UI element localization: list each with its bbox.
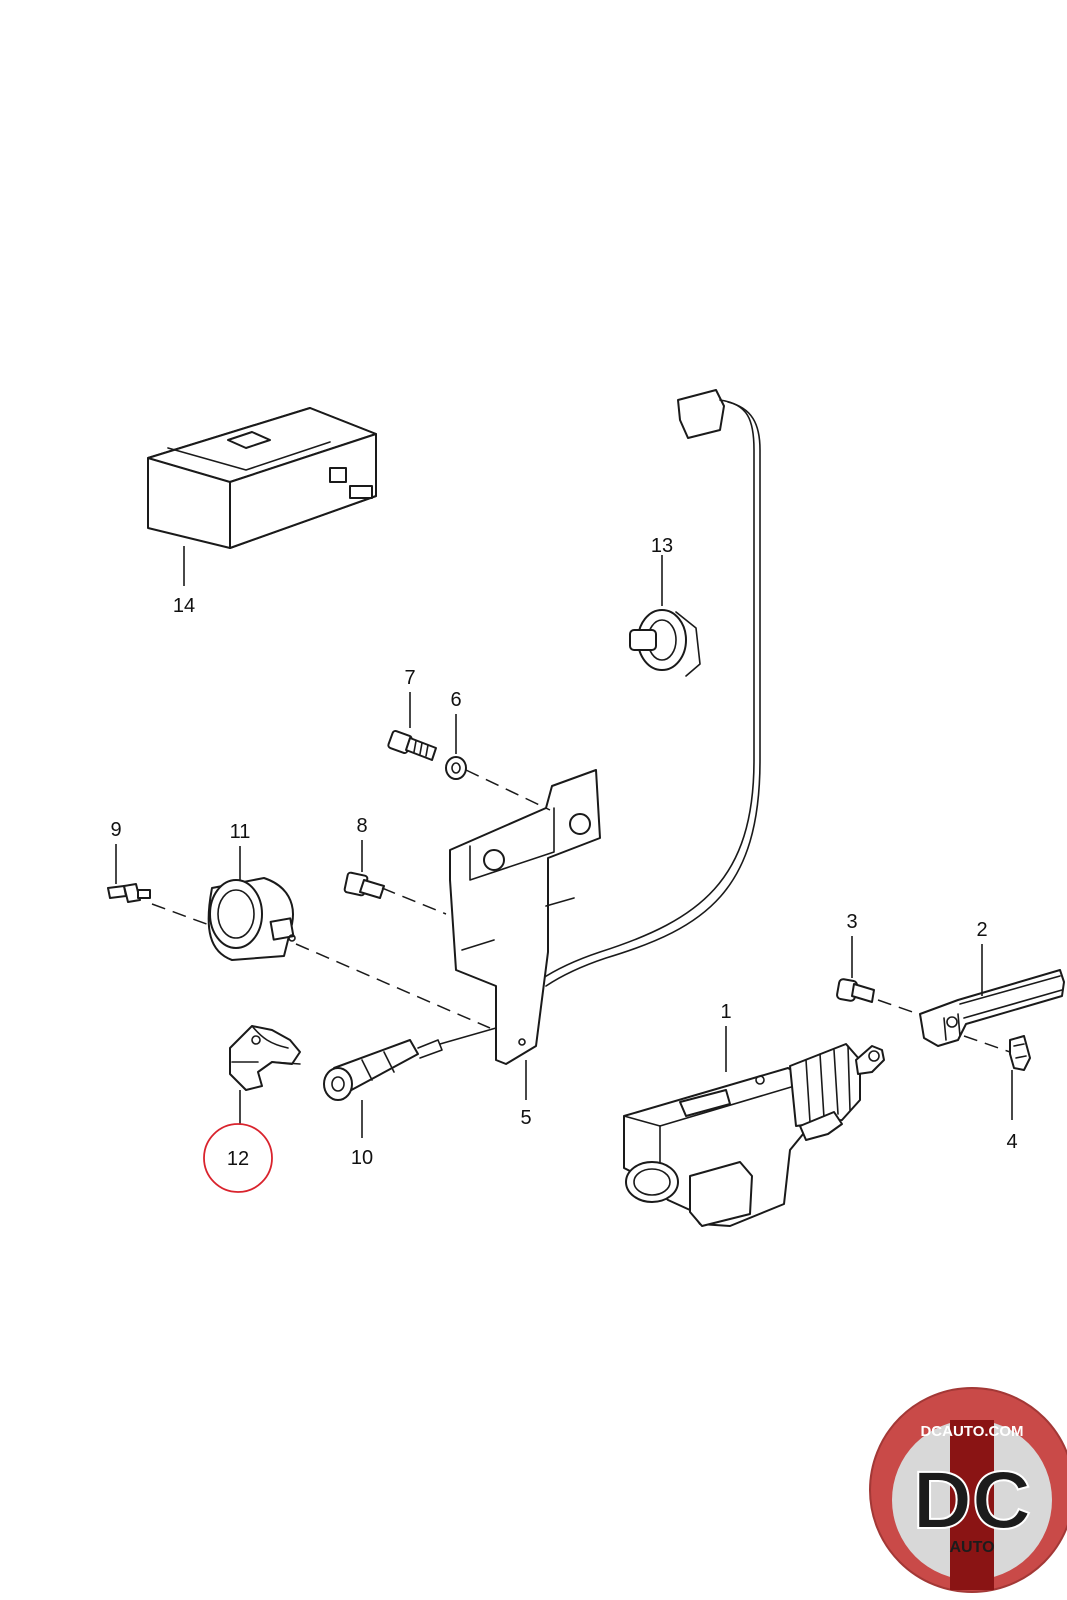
label-6: 6 <box>450 689 461 711</box>
highlight-circle-12 <box>203 1123 273 1193</box>
part-4-retaining-clip <box>1009 1035 1031 1071</box>
part-13-cable-clip <box>629 609 701 677</box>
part-9-pin <box>107 883 151 903</box>
label-8: 8 <box>356 815 367 837</box>
part-1-lock-actuator <box>623 1043 885 1227</box>
label-10: 10 <box>351 1147 373 1169</box>
label-12: 12 <box>227 1148 249 1170</box>
part-7-bolt <box>387 729 437 761</box>
label-7: 7 <box>404 667 415 689</box>
part-2-operating-rod <box>919 969 1065 1047</box>
label-13: 13 <box>651 535 673 557</box>
label-2: 2 <box>976 919 987 941</box>
label-3: 3 <box>846 911 857 933</box>
logo-text-top: DCAUTO.COM <box>920 1423 1023 1440</box>
part-3-bolt <box>836 978 875 1003</box>
part-8-bolt <box>343 871 385 899</box>
logo-text-main: DC <box>913 1455 1031 1546</box>
dcauto-logo: DCAUTO.COM DC AUTO <box>869 1387 1067 1593</box>
label-1: 1 <box>720 1001 731 1023</box>
part-10-connector <box>323 1027 497 1101</box>
label-11: 11 <box>230 821 251 843</box>
part-12-clip <box>229 1025 301 1091</box>
logo-text-sub: AUTO <box>949 1539 994 1556</box>
label-9: 9 <box>110 819 121 841</box>
label-4: 4 <box>1006 1131 1017 1153</box>
part-11-holder-sleeve <box>207 877 296 961</box>
part-14-control-module <box>147 407 377 549</box>
label-5: 5 <box>520 1107 531 1129</box>
label-14: 14 <box>173 595 195 617</box>
part-5-mounting-bracket <box>449 769 601 1065</box>
actuator-cable <box>539 389 761 987</box>
part-6-nut <box>445 756 467 780</box>
